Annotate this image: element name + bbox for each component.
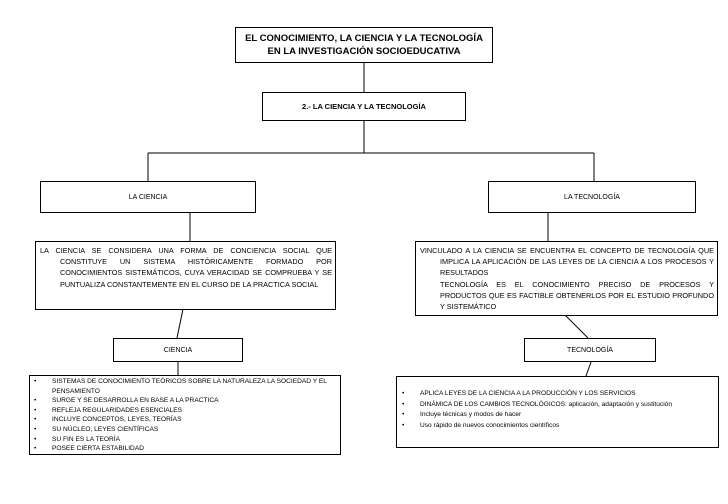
tecnologia-label-text: TECNOLOGÍA <box>567 346 613 354</box>
tecnologia-description-text-1: VINCULADO A LA CIENCIA SE ENCUENTRA EL C… <box>420 246 714 278</box>
list-item: SISTEMAS DE CONOCIMIENTO TEÓRICOS SOBRE … <box>32 377 338 396</box>
list-item: Incluye técnicas y modos de hacer <box>400 410 712 421</box>
list-item: SU FIN ES LA TEORÍA <box>32 435 338 445</box>
title-line-1: EL CONOCIMIENTO, LA CIENCIA Y LA TECNOLO… <box>245 33 483 44</box>
ciencia-heading-text: LA CIENCIA <box>128 193 168 201</box>
tecnologia-heading-text: LA TECNOLOGÍA <box>564 193 620 201</box>
title-line-2: EN LA INVESTIGACIÓN SOCIOEDUCATIVA <box>267 46 461 57</box>
tecnologia-features-box: APLICA LEYES DE LA CIENCIA A LA PRODUCCI… <box>396 376 719 448</box>
list-item: SURGE Y SE DESARROLLA EN BASE A LA PRACT… <box>32 396 338 406</box>
connector-right-label-list <box>585 361 592 377</box>
ciencia-features-box: SISTEMAS DE CONOCIMIENTO TEÓRICOS SOBRE … <box>29 375 341 455</box>
list-item: DINÁMICA DE LOS CAMBIOS TECNOLÓGICOS: ap… <box>400 400 712 411</box>
list-item: SU NÚCLEO, LEYES CIENTÍFICAS <box>32 425 338 435</box>
list-item: REFLEJA REGULARIDADES ESENCIALES <box>32 406 338 416</box>
title-box: EL CONOCIMIENTO, LA CIENCIA Y LA TECNOLO… <box>235 27 493 63</box>
tecnologia-description-text-2: TECNOLOGÍA ES EL CONOCIMIENTO PRECISO DE… <box>440 279 714 312</box>
ciencia-label-text: CIENCIA <box>163 346 193 354</box>
ciencia-description-box: LA CIENCIA SE CONSIDERA UNA FORMA DE CON… <box>35 241 336 310</box>
subtitle-box: 2.- LA CIENCIA Y LA TECNOLOGÍA <box>262 92 466 121</box>
list-item: POSEE CIERTA ESTABILIDAD <box>32 444 338 454</box>
tecnologia-label-box: TECNOLOGÍA <box>524 338 656 362</box>
tecnologia-features-list: APLICA LEYES DE LA CIENCIA A LA PRODUCCI… <box>400 389 712 431</box>
ciencia-heading-box: LA CIENCIA <box>40 181 256 213</box>
list-item: APLICA LEYES DE LA CIENCIA A LA PRODUCCI… <box>400 389 712 400</box>
list-item: INCLUYE CONCEPTOS, LEYES, TEORÍAS <box>32 415 338 425</box>
tecnologia-description-box: VINCULADO A LA CIENCIA SE ENCUENTRA EL C… <box>415 241 718 316</box>
list-item: Uso rápido de nuevos conocimientos cient… <box>400 421 712 432</box>
tecnologia-heading-box: LA TECNOLOGÍA <box>488 181 696 213</box>
connector-right-desc-label <box>564 314 589 339</box>
ciencia-features-list: SISTEMAS DE CONOCIMIENTO TEÓRICOS SOBRE … <box>32 377 338 454</box>
ciencia-description-text: LA CIENCIA SE CONSIDERA UNA FORMA DE CON… <box>40 246 332 289</box>
connector-left-desc-label <box>176 308 184 339</box>
subtitle-text: 2.- LA CIENCIA Y LA TECNOLOGÍA <box>302 102 426 111</box>
ciencia-label-box: CIENCIA <box>113 338 243 362</box>
